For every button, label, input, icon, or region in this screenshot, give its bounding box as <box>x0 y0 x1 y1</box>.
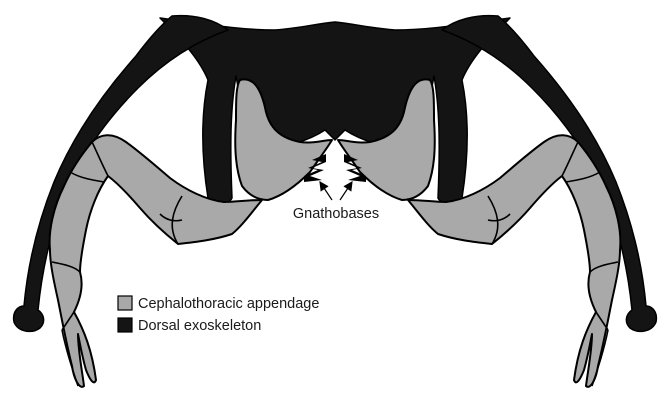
gnathobases-annotation: Gnathobases <box>293 182 379 222</box>
gnathobases-label: Gnathobases <box>293 206 379 222</box>
legend-swatch-appendage <box>118 296 132 310</box>
legend-label-exoskeleton: Dorsal exoskeleton <box>138 318 261 334</box>
arrow-left <box>320 182 332 200</box>
legend: Cephalothoracic appendage Dorsal exoskel… <box>118 296 319 334</box>
legend-label-appendage: Cephalothoracic appendage <box>138 296 319 312</box>
exoskeleton-central-body <box>160 18 510 203</box>
arrow-right <box>340 182 352 200</box>
legend-item-appendage: Cephalothoracic appendage <box>118 296 319 312</box>
legend-swatch-exoskeleton <box>118 318 132 332</box>
legend-item-exoskeleton: Dorsal exoskeleton <box>118 318 261 334</box>
